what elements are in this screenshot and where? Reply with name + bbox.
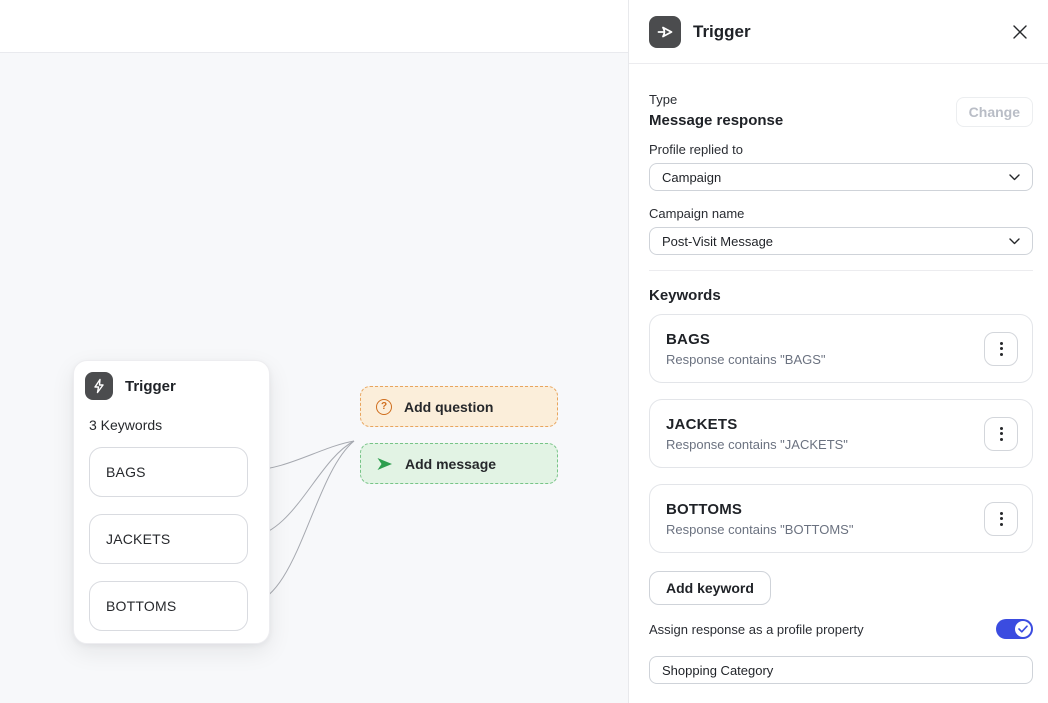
trigger-node-header: Trigger: [74, 361, 269, 400]
profile-property-input[interactable]: [649, 656, 1033, 684]
trigger-settings-panel: Trigger Type Message response Change Pro…: [628, 0, 1048, 703]
add-question-label: Add question: [404, 398, 494, 415]
type-value: Message response: [649, 112, 784, 129]
send-arrow-icon: [376, 456, 393, 472]
trigger-node-subtitle: 3 Keywords: [89, 417, 163, 433]
kebab-menu-icon[interactable]: [984, 501, 1018, 536]
node-keyword-jackets[interactable]: JACKETS: [89, 514, 248, 564]
close-icon[interactable]: [1008, 20, 1032, 44]
change-button[interactable]: Change: [955, 97, 1033, 127]
add-message-label: Add message: [405, 455, 497, 472]
trigger-node-card[interactable]: Trigger 3 Keywords BAGS JACKETS BOTTOMS: [73, 360, 270, 644]
panel-body: Type Message response Change Profile rep…: [629, 92, 1048, 684]
keyword-rule: Response contains "JACKETS": [666, 436, 848, 452]
keyword-card-bags: BAGS Response contains "BAGS": [649, 314, 1033, 383]
send-icon: [649, 15, 681, 48]
trigger-node-title: Trigger: [125, 377, 176, 395]
panel-title: Trigger: [693, 21, 751, 41]
canvas-topbar: [0, 0, 628, 53]
assign-property-label: Assign response as a profile property: [649, 621, 864, 637]
assign-property-toggle[interactable]: [996, 619, 1033, 639]
campaign-name-value: Post-Visit Message: [662, 233, 774, 249]
keyword-name: BOTTOMS: [666, 500, 743, 518]
type-row: Type Message response Change: [649, 92, 1033, 129]
profile-replied-to-value: Campaign: [662, 169, 722, 185]
chevron-down-icon: [1009, 237, 1020, 245]
keywords-heading: Keywords: [649, 287, 721, 304]
keyword-name: JACKETS: [666, 415, 738, 433]
keyword-card-jackets: JACKETS Response contains "JACKETS": [649, 399, 1033, 468]
add-message-button[interactable]: Add message: [360, 443, 558, 484]
panel-header: Trigger: [629, 0, 1048, 64]
workflow-canvas[interactable]: Trigger 3 Keywords BAGS JACKETS BOTTOMS …: [0, 0, 628, 703]
profile-replied-to-label: Profile replied to: [649, 142, 743, 157]
section-divider: [649, 270, 1033, 271]
add-keyword-button[interactable]: Add keyword: [649, 571, 771, 605]
campaign-name-select[interactable]: Post-Visit Message: [649, 227, 1033, 255]
keyword-name: BAGS: [666, 330, 711, 348]
node-keyword-bags[interactable]: BAGS: [89, 447, 248, 497]
keyword-rule: Response contains "BAGS": [666, 351, 826, 367]
toggle-check-icon: [1015, 621, 1031, 637]
chevron-down-icon: [1009, 173, 1020, 181]
profile-replied-to-select[interactable]: Campaign: [649, 163, 1033, 191]
type-label: Type: [649, 92, 678, 107]
keyword-rule: Response contains "BOTTOMS": [666, 521, 854, 537]
keyword-card-bottoms: BOTTOMS Response contains "BOTTOMS": [649, 484, 1033, 553]
campaign-name-label: Campaign name: [649, 206, 745, 221]
node-keyword-bottoms[interactable]: BOTTOMS: [89, 581, 248, 631]
assign-property-row: Assign response as a profile property: [649, 619, 1033, 639]
question-circle-icon: ?: [376, 398, 392, 415]
kebab-menu-icon[interactable]: [984, 331, 1018, 366]
kebab-menu-icon[interactable]: [984, 416, 1018, 451]
add-question-button[interactable]: ? Add question: [360, 386, 558, 427]
lightning-bolt-icon: [85, 372, 113, 400]
